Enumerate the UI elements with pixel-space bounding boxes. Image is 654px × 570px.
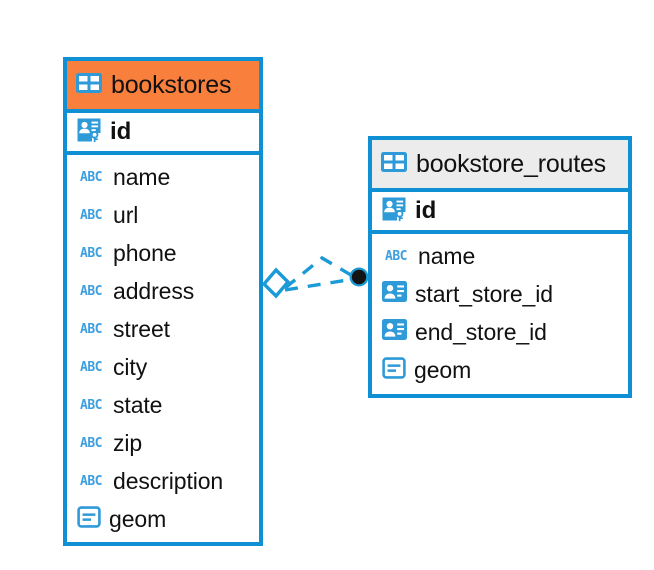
abc-text-icon: ABC — [80, 473, 102, 489]
field-label: street — [113, 315, 170, 342]
relationship-target-ring-icon — [349, 267, 369, 287]
abc-text-icon: ABC — [80, 207, 102, 223]
abc-text-icon: ABC — [80, 397, 102, 413]
field-row[interactable]: ABC name — [67, 158, 259, 196]
field-label: description — [113, 467, 224, 494]
primary-key-icon — [381, 196, 407, 227]
field-label: name — [418, 242, 476, 269]
field-label: url — [113, 201, 139, 228]
field-row[interactable]: ABC street — [67, 310, 259, 348]
field-label: name — [113, 163, 171, 190]
primary-key-icon — [76, 117, 102, 148]
abc-text-icon: ABC — [80, 321, 102, 337]
field-row[interactable]: start_store_id — [372, 275, 628, 313]
field-row[interactable]: ABC state — [67, 386, 259, 424]
abc-text-icon: ABC — [80, 283, 102, 299]
abc-text-icon: ABC — [80, 359, 102, 375]
field-row[interactable]: end_store_id — [372, 313, 628, 351]
table-header-bookstore-routes[interactable]: bookstore_routes — [372, 140, 628, 188]
primary-key-label: id — [415, 197, 437, 224]
field-label: geom — [414, 356, 472, 383]
primary-key-label: id — [110, 118, 132, 145]
field-row[interactable]: ABC url — [67, 196, 259, 234]
field-label: end_store_id — [415, 318, 547, 345]
field-row[interactable]: ABC zip — [67, 424, 259, 462]
field-row[interactable]: geom — [372, 351, 628, 389]
field-label: geom — [109, 505, 167, 532]
abc-text-icon: ABC — [80, 245, 102, 261]
relationship-fork-line — [283, 255, 357, 290]
field-row[interactable]: ABC name — [372, 237, 628, 275]
table-grid-icon — [381, 151, 407, 177]
primary-key-row-bookstores[interactable]: id — [67, 109, 259, 155]
field-row[interactable]: ABC address — [67, 272, 259, 310]
foreign-key-icon — [382, 319, 407, 345]
field-row[interactable]: ABC description — [67, 462, 259, 500]
field-label: address — [113, 277, 195, 304]
field-label: state — [113, 391, 163, 418]
abc-text-icon: ABC — [385, 248, 407, 264]
geometry-icon — [77, 505, 101, 533]
relationship-line — [284, 277, 355, 292]
field-row[interactable]: geom — [67, 500, 259, 538]
relationship-source-diamond-icon — [261, 267, 291, 299]
geometry-icon — [382, 356, 406, 384]
field-label: zip — [113, 429, 143, 456]
foreign-key-icon — [382, 281, 407, 307]
abc-text-icon: ABC — [80, 435, 102, 451]
field-label: city — [113, 353, 148, 380]
primary-key-row-bookstore-routes[interactable]: id — [372, 188, 628, 234]
field-label: phone — [113, 239, 177, 266]
field-label: start_store_id — [415, 280, 553, 307]
table-title: bookstore_routes — [416, 149, 606, 178]
abc-text-icon: ABC — [80, 169, 102, 185]
relationship-target-dot-icon — [351, 269, 367, 285]
table-title: bookstores — [111, 70, 232, 99]
table-header-bookstores[interactable]: bookstores — [67, 61, 259, 109]
table-grid-icon — [76, 72, 102, 98]
field-row[interactable]: ABC city — [67, 348, 259, 386]
field-row[interactable]: ABC phone — [67, 234, 259, 272]
